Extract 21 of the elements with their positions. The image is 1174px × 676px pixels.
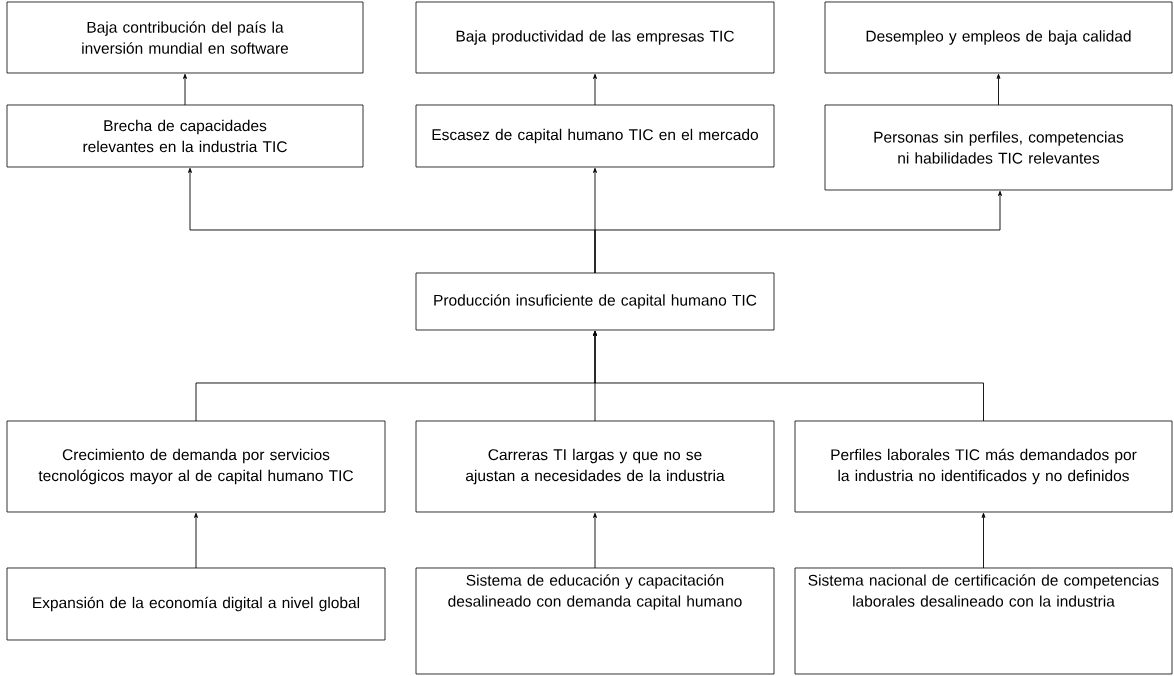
cause-box: Carreras TI largas y que no se ajustan a necesidades de la industria xyxy=(415,420,775,513)
cause-box: Desempleo y empleos de baja calidad xyxy=(824,1,1173,74)
arrow xyxy=(594,190,1002,274)
arrow xyxy=(593,512,597,569)
cause-box: Crecimiento de demanda por servicios tecnológicos mayor al de capital humano TIC xyxy=(6,420,386,513)
arrow xyxy=(981,512,986,569)
arrow xyxy=(194,512,198,569)
arrow xyxy=(593,330,984,422)
cause-box: Producción insuficiente de capital humano TIC xyxy=(415,272,775,331)
cause-box: Expansión de la economía digital a nivel global xyxy=(6,567,386,641)
cause-box: Brecha de capacidades relevantes en la industria TIC xyxy=(6,104,364,168)
arrow xyxy=(593,73,597,106)
cause-box: Personas sin perfiles, competencias ni habilidades TIC relevantes xyxy=(824,104,1173,191)
cause-box: Sistema de educación y capacitación desalineado con demanda capital humano xyxy=(415,567,775,675)
arrow xyxy=(183,73,187,106)
cause-box: Baja contribución del país la inversión mundial en software xyxy=(6,1,364,74)
cause-box: Baja productividad de las empresas TIC xyxy=(415,1,775,74)
cause-box: Perfiles laborales TIC más demandados por la industria no identificados y no definidos xyxy=(794,420,1173,513)
cause-box: Sistema nacional de certificación de competencias laborales desalineado con la industria xyxy=(794,567,1173,675)
cause-box: Escasez de capital humano TIC en el mercado xyxy=(415,104,775,168)
arrow xyxy=(996,73,1001,106)
